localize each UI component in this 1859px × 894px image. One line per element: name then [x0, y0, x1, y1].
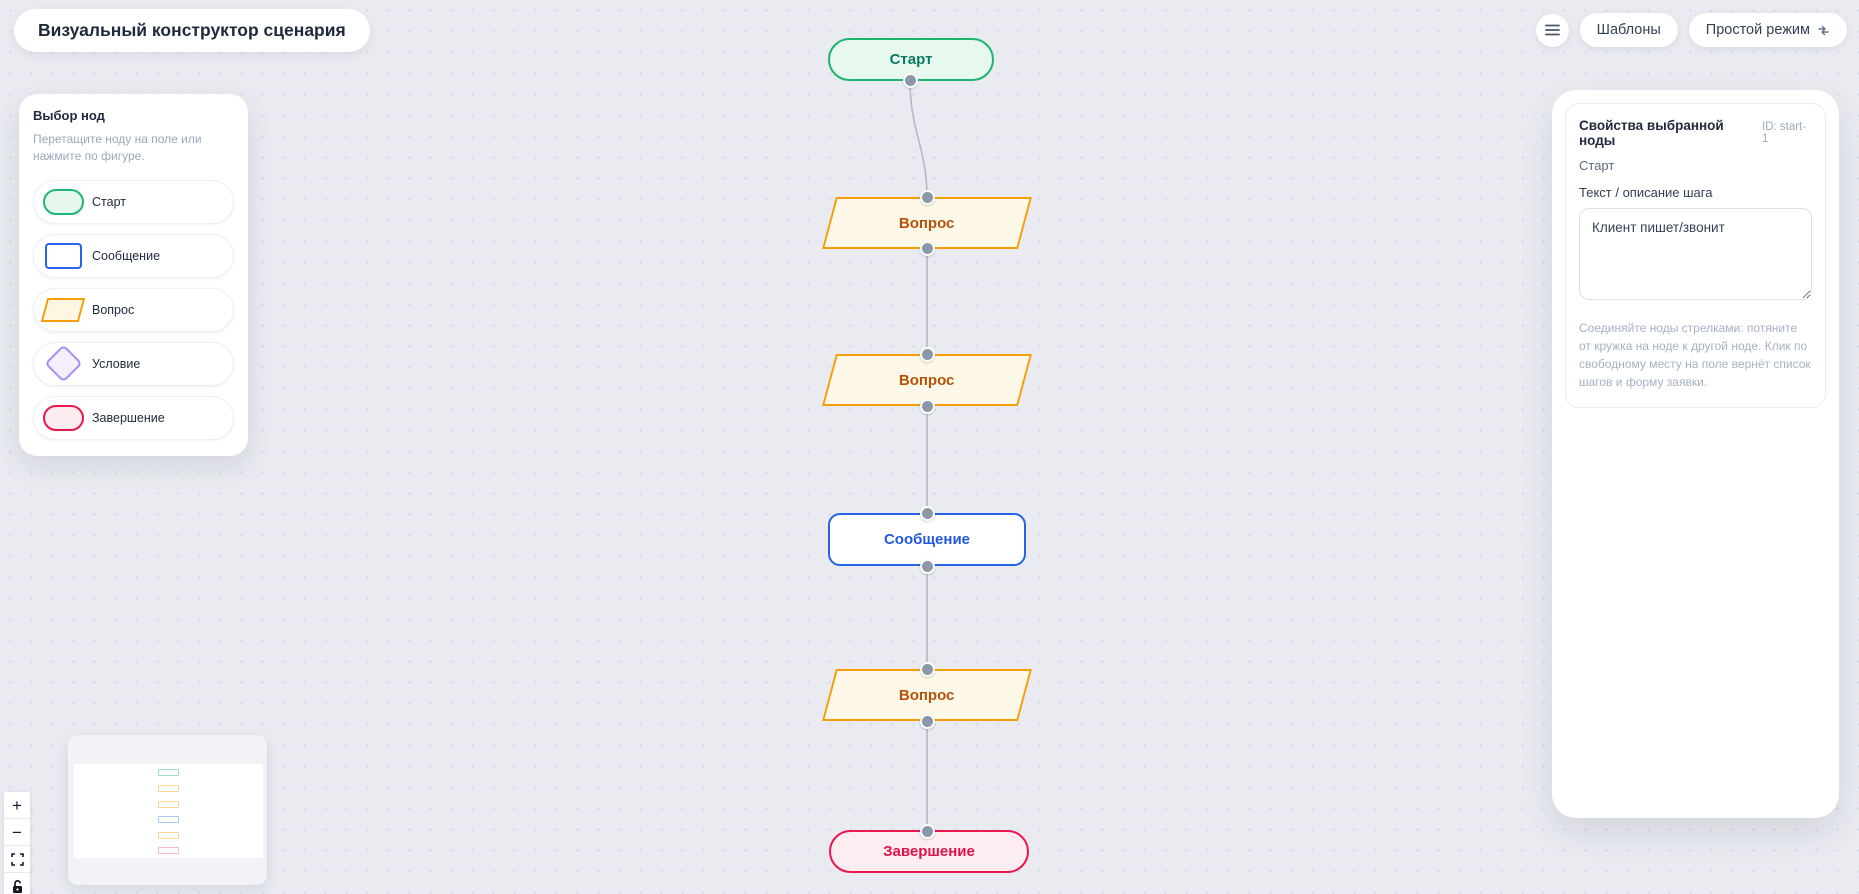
connection-handle[interactable] — [920, 241, 935, 256]
plus-icon: + — [12, 795, 22, 815]
connection-handle[interactable] — [920, 714, 935, 729]
node-label: Вопрос — [899, 214, 955, 232]
node-label: Вопрос — [899, 371, 955, 389]
palette-item-label: Сообщение — [92, 248, 161, 263]
switch-mode-icon — [1818, 25, 1829, 35]
fit-view-button[interactable] — [4, 846, 30, 873]
connection-handle[interactable] — [920, 190, 935, 205]
palette-item-message[interactable]: Сообщение — [33, 233, 234, 278]
node-label: Сообщение — [883, 531, 971, 548]
flow-controls: + − — [4, 792, 30, 894]
palette-item-question[interactable]: Вопрос — [33, 287, 234, 332]
mode-toggle-button[interactable]: Простой режим — [1688, 13, 1847, 47]
end-shape-icon — [34, 404, 92, 431]
node-label: Завершение — [883, 843, 975, 860]
palette-subtitle: Перетащите ноду на поле или нажмите по ф… — [33, 132, 202, 164]
zoom-in-button[interactable]: + — [4, 792, 30, 819]
templates-button[interactable]: Шаблоны — [1579, 13, 1678, 47]
properties-panel: Свойства выбранной ноды ID: start-1 Стар… — [1552, 90, 1839, 818]
palette-item-label: Условие — [92, 356, 141, 371]
question-shape-icon — [34, 297, 92, 322]
properties-title: Свойства выбранной ноды — [1579, 118, 1724, 148]
connection-handle[interactable] — [920, 347, 935, 362]
lock-interactivity-button[interactable] — [4, 873, 30, 894]
node-palette-panel: Выбор нод Перетащите ноду на поле или на… — [19, 94, 248, 456]
description-field-label: Текст / описание шага — [1579, 185, 1713, 200]
selected-node-type: Старт — [1579, 158, 1615, 173]
connection-handle[interactable] — [920, 399, 935, 414]
palette-item-end[interactable]: Завершение — [33, 395, 234, 440]
node-label: Вопрос — [899, 686, 955, 704]
minimap-node-question — [158, 801, 179, 808]
page-title: Визуальный конструктор сценария — [14, 9, 370, 52]
flow-node-message[interactable]: Сообщение — [828, 513, 1026, 566]
templates-button-label: Шаблоны — [1596, 22, 1661, 38]
minimap-node-end — [158, 847, 179, 854]
connection-handle[interactable] — [920, 662, 935, 677]
minimap[interactable] — [68, 735, 267, 885]
minimap-node-message — [158, 816, 179, 823]
node-id-label: ID: start-1 — [1762, 121, 1807, 145]
connection-hint-text: Соединяйте ноды стрелками: потяните от к… — [1579, 321, 1811, 389]
mode-toggle-label: Простой режим — [1705, 22, 1810, 38]
fit-view-icon — [10, 852, 24, 866]
start-shape-icon — [34, 188, 92, 215]
minimap-node-question — [158, 785, 179, 792]
connection-handle[interactable] — [903, 73, 918, 88]
properties-card: Свойства выбранной ноды ID: start-1 Стар… — [1565, 103, 1826, 408]
zoom-out-button[interactable]: − — [4, 819, 30, 846]
connection-handle[interactable] — [920, 824, 935, 839]
palette-item-condition[interactable]: Условие — [33, 341, 234, 386]
node-label: Старт — [889, 51, 933, 68]
menu-button[interactable] — [1535, 13, 1569, 47]
connection-handle[interactable] — [920, 506, 935, 521]
condition-shape-icon — [34, 344, 92, 383]
hamburger-icon — [1544, 24, 1560, 36]
palette-item-label: Завершение — [92, 410, 165, 425]
connection-handle[interactable] — [920, 559, 935, 574]
unlock-icon — [12, 879, 22, 893]
description-textarea[interactable]: Клиент пишет/звонит — [1579, 208, 1812, 300]
minimap-node-start — [158, 769, 179, 776]
minimap-viewport — [74, 764, 263, 858]
palette-title: Выбор нод — [33, 108, 105, 123]
minimap-node-question — [158, 832, 179, 839]
message-shape-icon — [34, 242, 92, 269]
topbar-actions: Шаблоны Простой режим — [1535, 13, 1847, 47]
palette-item-start[interactable]: Старт — [33, 179, 234, 224]
palette-item-label: Старт — [92, 194, 126, 209]
minus-icon: − — [12, 822, 22, 842]
palette-item-label: Вопрос — [92, 302, 135, 317]
